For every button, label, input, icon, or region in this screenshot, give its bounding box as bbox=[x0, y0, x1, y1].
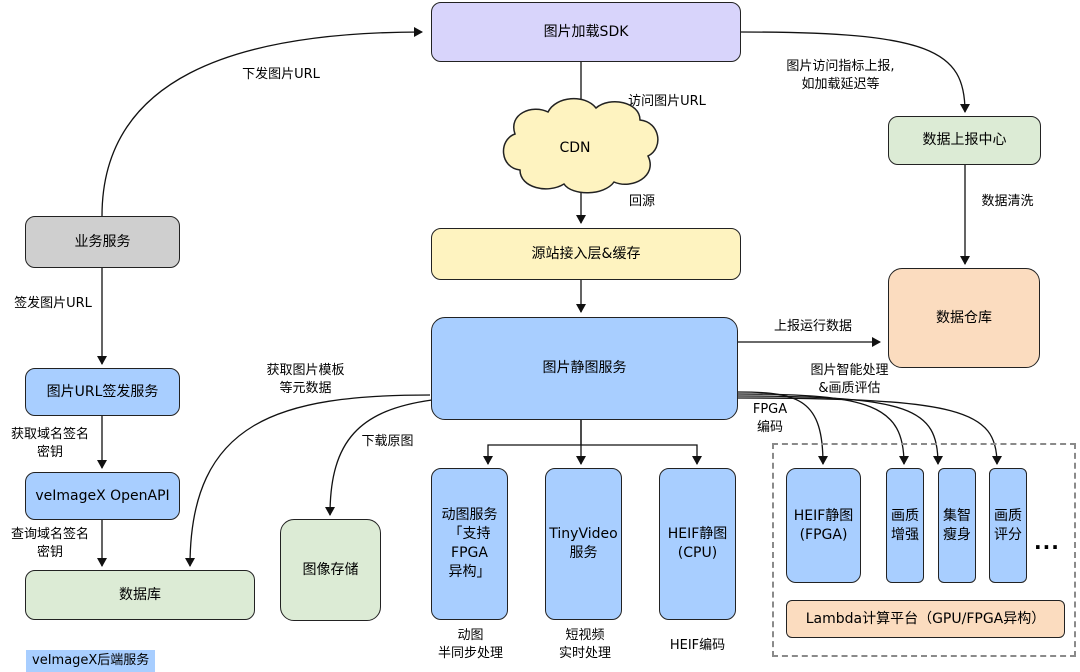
heif-cpu-node: HEIF静图 (CPU) bbox=[659, 468, 736, 620]
edge-service-to-database bbox=[185, 394, 431, 567]
edge-service-to-storage bbox=[325, 399, 433, 516]
business-service-node: 业务服务 bbox=[25, 216, 180, 268]
more-ellipsis: ... bbox=[1034, 530, 1060, 554]
fpga-gpu-group bbox=[772, 443, 1076, 657]
image-enhance-node: 画质 增强 bbox=[886, 468, 924, 583]
legend-backend-services: veImageX后端服务 bbox=[26, 650, 156, 672]
database-node: 数据库 bbox=[25, 570, 255, 620]
label-fpga-encode: FPGA 编码 bbox=[752, 402, 788, 435]
label-smart-process: 图片智能处理 &画质评估 bbox=[810, 363, 889, 396]
image-sdk-node: 图片加载SDK bbox=[431, 2, 741, 62]
edge-service-to-heifcpu bbox=[581, 444, 702, 465]
label-query-domain-key: 查询域名签名 密钥 bbox=[10, 527, 89, 560]
tinyvideo-service-node: TinyVideo 服务 bbox=[545, 468, 622, 620]
label-data-clean: 数据清洗 bbox=[981, 194, 1034, 209]
cdn-node-label: CDN bbox=[559, 140, 591, 156]
label-short-video: 短视频 实时处理 bbox=[558, 628, 611, 661]
lambda-platform-node: Lambda计算平台（GPU/FPGA异构） bbox=[786, 600, 1065, 638]
edge-service-to-score bbox=[737, 397, 1002, 465]
edge-sdk-to-report bbox=[740, 31, 970, 113]
label-get-template: 获取图片模板 等元数据 bbox=[266, 363, 345, 396]
url-sign-service-node: 图片URL签发服务 bbox=[25, 368, 180, 416]
label-heif-encode: HEIF编码 bbox=[669, 638, 726, 653]
label-issue-url: 下发图片URL bbox=[242, 67, 320, 82]
label-back-source: 回源 bbox=[628, 194, 655, 209]
image-storage-node: 图像存储 bbox=[280, 519, 381, 621]
label-download-origin: 下载原图 bbox=[361, 434, 414, 449]
animated-image-service-node: 动图服务 「支持 FPGA 异构」 bbox=[431, 468, 508, 620]
label-get-domain-key: 获取域名签名 密钥 bbox=[10, 427, 89, 460]
smart-slim-node: 集智 瘦身 bbox=[938, 468, 976, 583]
edge-business-to-sdk bbox=[101, 27, 423, 217]
openapi-node: veImageX OpenAPI bbox=[25, 472, 180, 520]
static-image-service-node: 图片静图服务 bbox=[431, 317, 738, 420]
label-sign-url: 签发图片URL bbox=[14, 296, 92, 311]
heif-fpga-node: HEIF静图 (FPGA) bbox=[786, 468, 861, 583]
label-report-metrics: 图片访问指标上报, 如加载延迟等 bbox=[786, 59, 895, 92]
origin-cache-node: 源站接入层&缓存 bbox=[431, 228, 741, 280]
quality-score-node: 画质 评分 bbox=[989, 468, 1027, 583]
edge-service-to-anim bbox=[483, 420, 582, 465]
label-anim-sync: 动图 半同步处理 bbox=[437, 628, 503, 661]
cdn-cloud-shape bbox=[502, 97, 659, 194]
report-center-node: 数据上报中心 bbox=[888, 116, 1041, 165]
label-report-run: 上报运行数据 bbox=[773, 319, 852, 334]
data-warehouse-node: 数据仓库 bbox=[888, 268, 1040, 368]
label-visit-url: 访问图片URL bbox=[628, 94, 706, 109]
